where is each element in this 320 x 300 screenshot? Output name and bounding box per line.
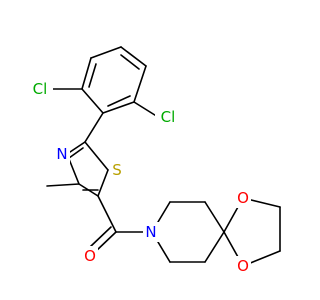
atom-label-cl: Cl [33,80,48,98]
bond [107,95,131,107]
atom-o: O [235,256,251,276]
bond [84,141,109,171]
bond [204,231,225,263]
bond [81,88,104,114]
bond [84,112,104,143]
bond [102,101,135,114]
bond [90,46,122,59]
atom-o: O [235,188,251,208]
bond [204,201,225,233]
atom-label-n: N [56,145,67,163]
bond [81,57,92,90]
bond [68,147,84,159]
bonds [46,46,281,267]
bond [120,54,140,70]
atom-label-cl: Cl [161,108,176,126]
atom-label-n: N [145,223,156,241]
atom-label-s: S [112,161,122,179]
bond [97,195,117,233]
bond [133,65,147,103]
bond [46,183,80,187]
atom-label-o: O [84,247,96,265]
atom-cl: Cl [27,79,53,99]
atom-n: N [54,144,70,164]
atom-o: O [82,246,98,266]
bond [88,63,97,88]
molecule-structure: Cl Cl N S N O O O [27,46,281,276]
bond [89,226,112,248]
bond [120,46,147,67]
bond [133,101,159,118]
atom-label-o: O [237,257,249,275]
atom-s: S [109,160,125,180]
atom-labels: Cl Cl N S N O O O [27,79,251,276]
bond [94,231,117,253]
bond [97,169,109,197]
atom-n: N [143,222,159,242]
atom-label-o: O [237,189,249,207]
atom-cl: Cl [155,107,181,127]
